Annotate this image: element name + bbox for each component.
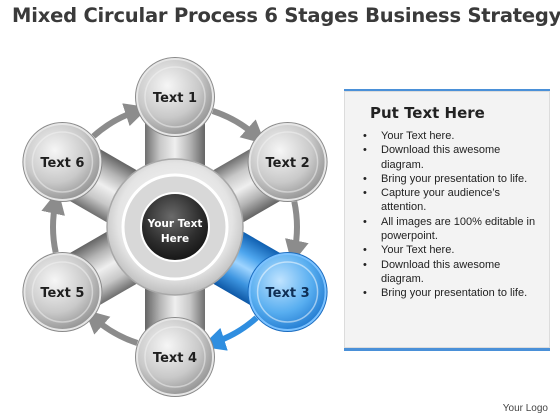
flow-arrow-2 bbox=[285, 200, 309, 265]
stage-label-1: Text 1 bbox=[153, 91, 197, 106]
bullet-item: Your Text here. bbox=[354, 129, 540, 144]
text-panel: Put Text Here Your Text here. Download t… bbox=[344, 89, 550, 351]
logo-placeholder: Your Logo bbox=[502, 403, 548, 414]
stage-node-2: Text 2 bbox=[247, 122, 328, 202]
center-hub: Your Text Here bbox=[106, 158, 244, 296]
center-text-line1: Your Text bbox=[147, 218, 203, 230]
stage-label-5: Text 5 bbox=[40, 286, 84, 301]
diagram-title: Mixed Circular Process 6 Stages Business… bbox=[12, 4, 560, 27]
bullet-item: Bring your presentation to life. bbox=[354, 286, 540, 301]
center-text-line2: Here bbox=[161, 233, 189, 245]
stage-label-3: Text 3 bbox=[266, 286, 310, 301]
stage-label-6: Text 6 bbox=[40, 156, 84, 171]
stage-node-3: Text 3 bbox=[247, 252, 328, 332]
bullet-item: Download this awesome diagram. bbox=[354, 143, 540, 172]
stage-node-5: Text 5 bbox=[22, 252, 103, 332]
flow-arrow-5 bbox=[41, 189, 65, 254]
bullet-item: Download this awesome diagram. bbox=[354, 258, 540, 287]
bullet-item: Capture your audience’s attention. bbox=[354, 186, 540, 215]
flow-arrow-3 bbox=[201, 315, 259, 351]
flow-arrow-4 bbox=[84, 309, 139, 346]
flow-arrow-6 bbox=[91, 103, 149, 139]
bullet-item: Bring your presentation to life. bbox=[354, 172, 540, 187]
bullet-list: Your Text here. Download this awesome di… bbox=[354, 129, 540, 301]
bullet-item: Your Text here. bbox=[354, 243, 540, 258]
stage-label-2: Text 2 bbox=[266, 156, 310, 171]
panel-heading: Put Text Here bbox=[370, 104, 485, 122]
flow-arrow-1 bbox=[211, 108, 266, 145]
stage-node-4: Text 4 bbox=[135, 317, 215, 397]
bullet-item: All images are 100% editable in powerpoi… bbox=[354, 215, 540, 244]
stage-node-6: Text 6 bbox=[22, 122, 103, 202]
stage-label-4: Text 4 bbox=[153, 351, 197, 366]
stage-node-1: Text 1 bbox=[135, 57, 215, 137]
